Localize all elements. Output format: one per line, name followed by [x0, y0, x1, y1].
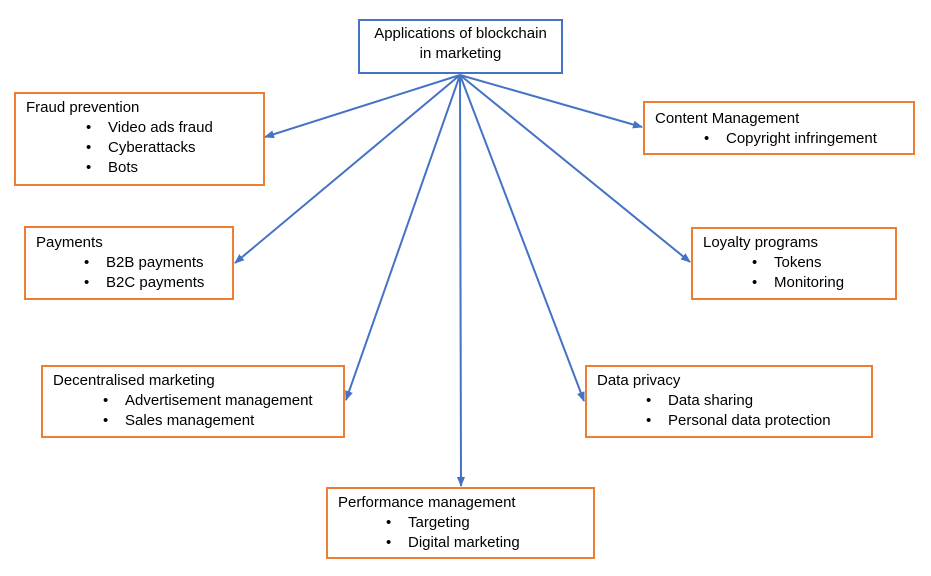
- node-loyalty-programs: Loyalty programs Tokens Monitoring: [691, 227, 897, 300]
- node-title: Performance management: [338, 494, 516, 511]
- connector-decentralised-arrow: [345, 74, 461, 401]
- node-title: Payments: [36, 234, 103, 251]
- node-title: Loyalty programs: [703, 234, 819, 251]
- node-content-management: Content Management Copyright infringemen…: [643, 101, 915, 155]
- bullet-item: Digital marketing: [386, 533, 583, 553]
- node-title: Fraud prevention: [26, 99, 140, 116]
- bullet-list: Tokens Monitoring: [752, 253, 885, 293]
- bullet-item: Personal data protection: [646, 411, 861, 431]
- bullet-item: Copyright infringement: [704, 129, 903, 149]
- bullet-item: Bots: [86, 158, 253, 178]
- bullet-item: Advertisement management: [103, 391, 333, 411]
- bullet-list: Data sharing Personal data protection: [646, 391, 861, 431]
- node-fraud-prevention: Fraud prevention Video ads fraud Cyberat…: [14, 92, 265, 186]
- node-title: Decentralised marketing: [53, 372, 215, 389]
- bullet-item: B2C payments: [84, 273, 222, 293]
- bullet-list: Copyright infringement: [704, 129, 903, 149]
- connector-payments-arrow: [234, 74, 461, 264]
- connector-performance-arrow: [456, 74, 465, 487]
- bullet-item: Data sharing: [646, 391, 861, 411]
- node-title: Data privacy: [597, 372, 681, 389]
- bullet-item: Sales management: [103, 411, 333, 431]
- bullet-item: Tokens: [752, 253, 885, 273]
- node-title: Content Management: [655, 110, 800, 127]
- bullet-item: Video ads fraud: [86, 118, 253, 138]
- connector-loyalty-arrow: [459, 74, 691, 263]
- root-title-line-2: in marketing: [419, 45, 502, 62]
- node-data-privacy: Data privacy Data sharing Personal data …: [585, 365, 873, 438]
- bullet-item: Cyberattacks: [86, 138, 253, 158]
- bullet-list: Advertisement management Sales managemen…: [103, 391, 333, 431]
- connector-fraud-arrow: [264, 74, 461, 139]
- connector-content-arrow: [459, 74, 643, 129]
- bullet-list: Video ads fraud Cyberattacks Bots: [86, 118, 253, 178]
- node-performance-management: Performance management Targeting Digital…: [326, 487, 595, 559]
- node-payments: Payments B2B payments B2C payments: [24, 226, 234, 300]
- bullet-item: Monitoring: [752, 273, 885, 293]
- root-title-line-1: Applications of blockchain: [374, 25, 547, 42]
- bullet-list: B2B payments B2C payments: [84, 253, 222, 293]
- bullet-list: Targeting Digital marketing: [386, 513, 583, 553]
- connector-privacy-arrow: [459, 74, 585, 402]
- root-node: Applications of blockchain in marketing: [358, 19, 563, 74]
- node-decentralised-marketing: Decentralised marketing Advertisement ma…: [41, 365, 345, 438]
- bullet-item: B2B payments: [84, 253, 222, 273]
- bullet-item: Targeting: [386, 513, 583, 533]
